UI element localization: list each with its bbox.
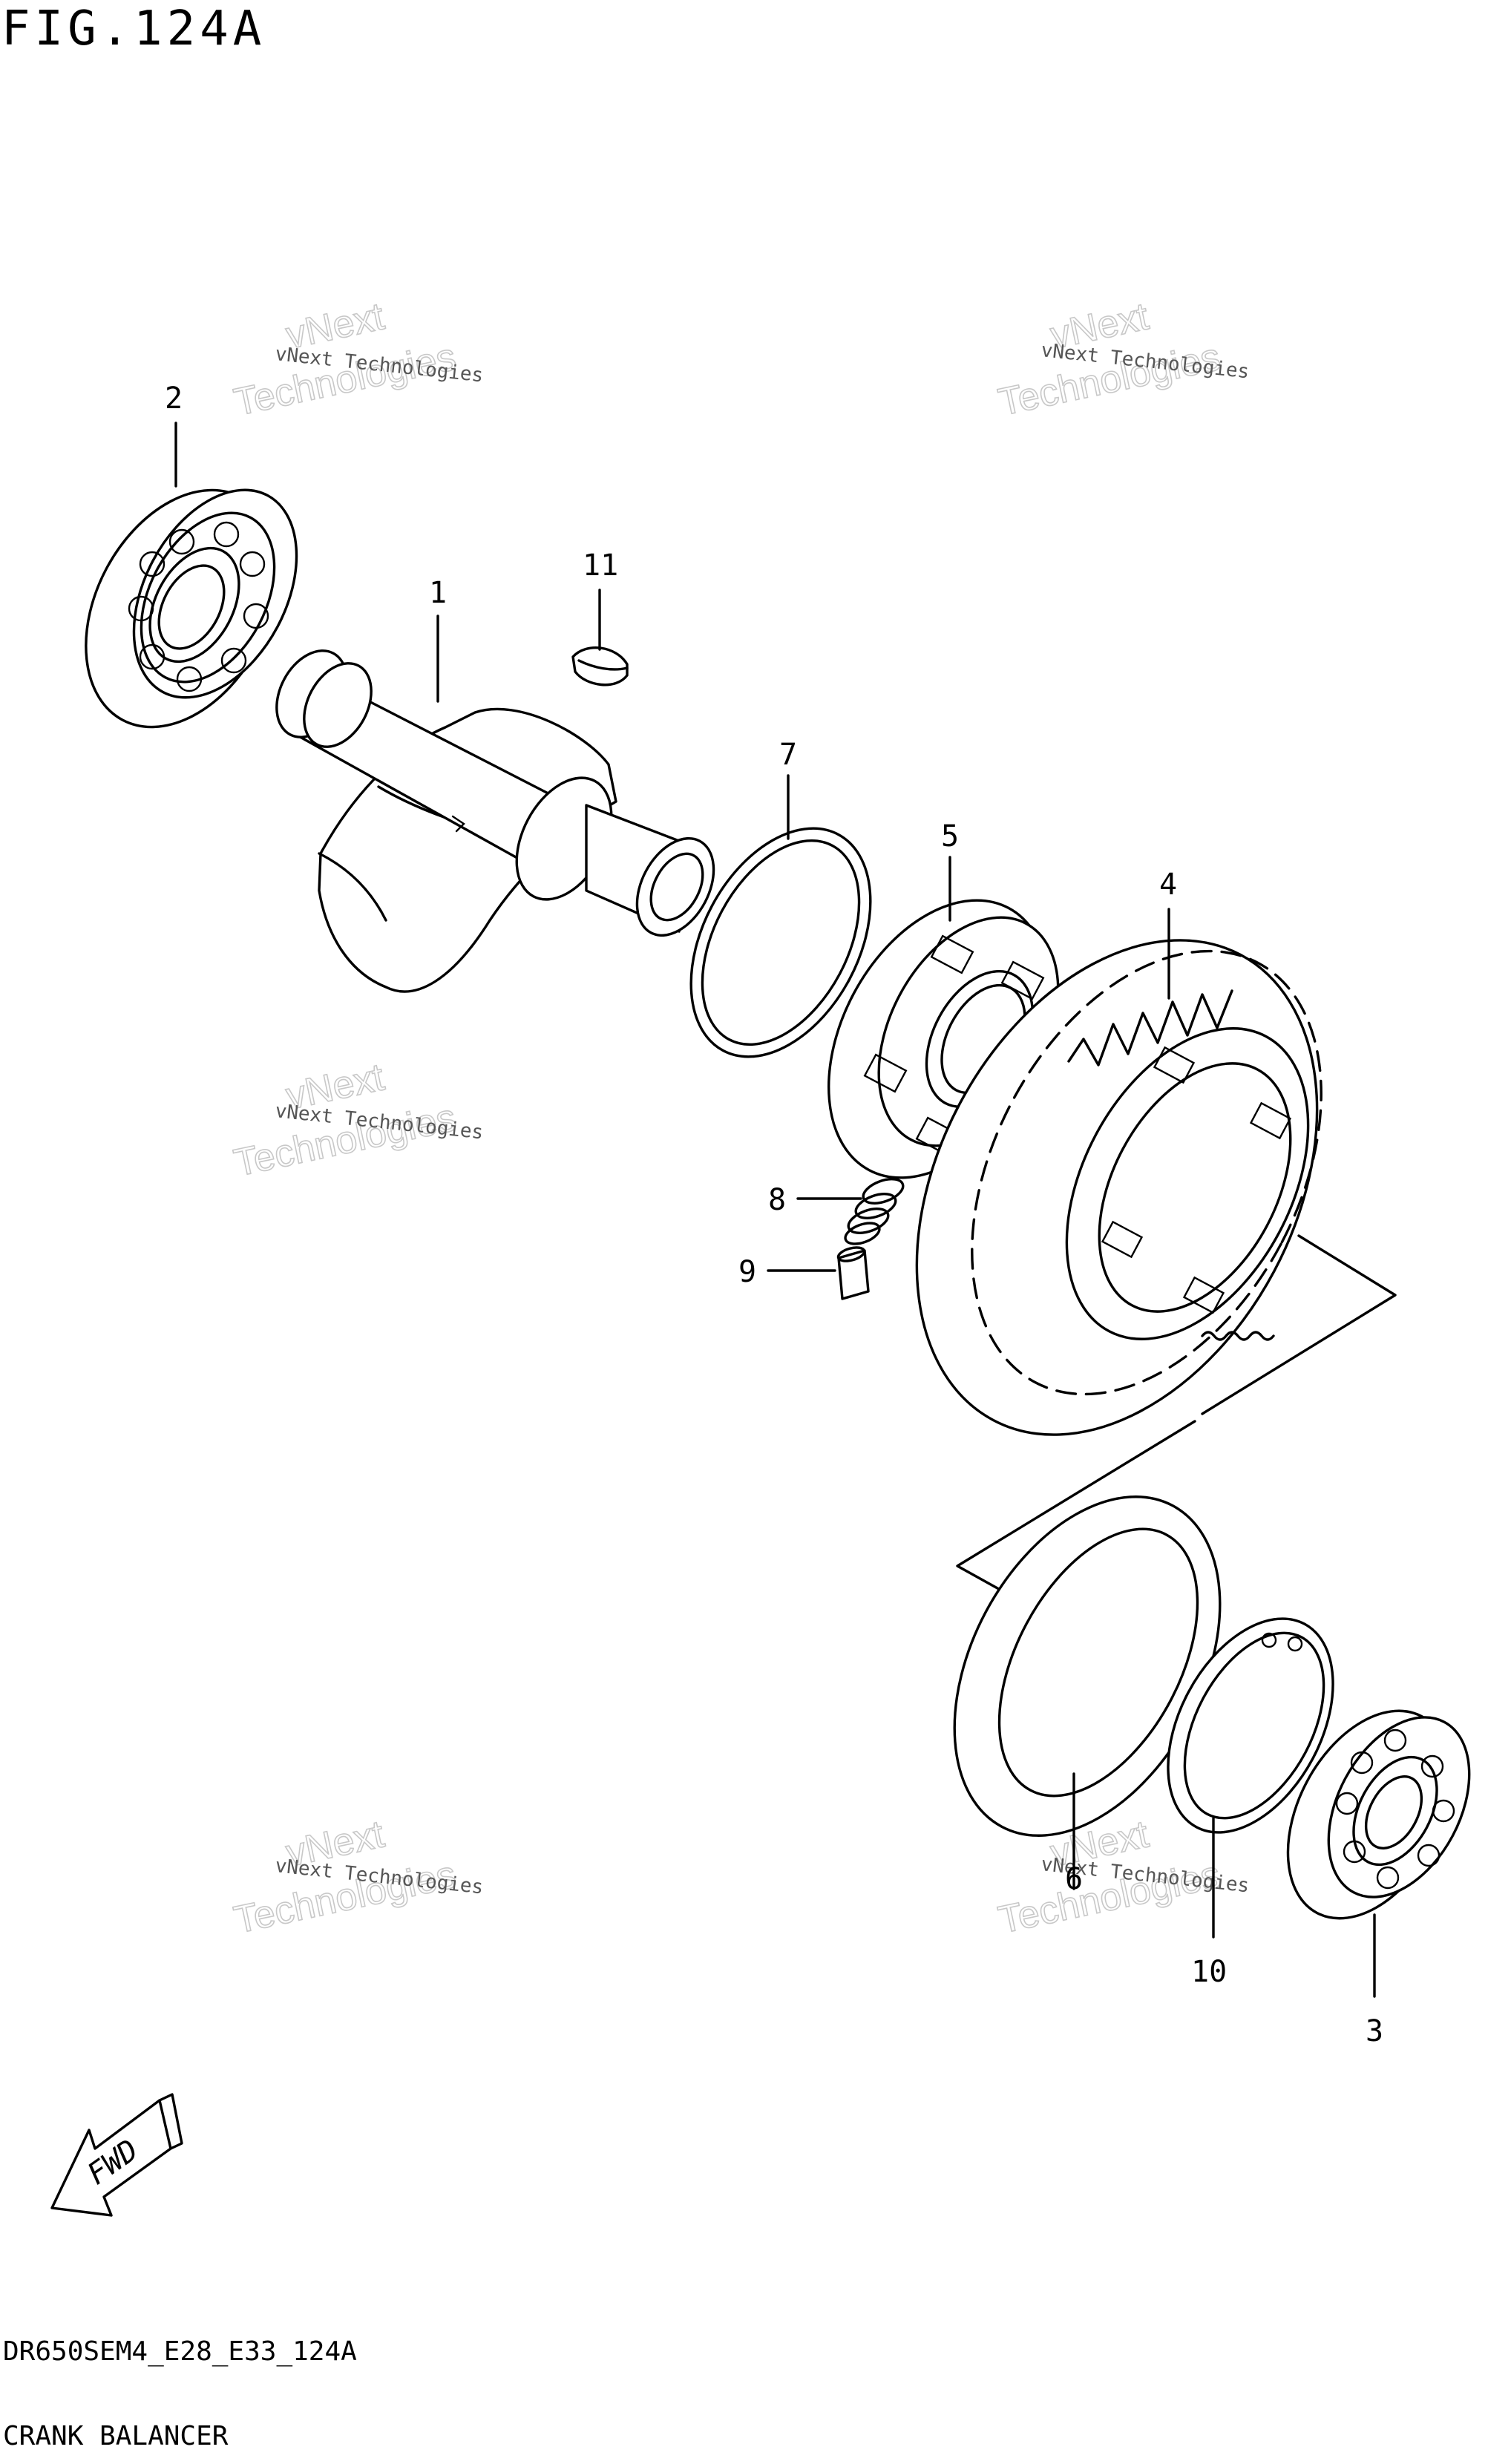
- part-11-key[interactable]: [571, 646, 629, 687]
- callout-11: 11: [583, 548, 618, 583]
- callout-7: 7: [779, 738, 797, 772]
- callout-9: 9: [738, 1255, 756, 1289]
- part-9-pin[interactable]: [836, 1245, 870, 1300]
- callout-4: 4: [1159, 868, 1177, 902]
- part-10-circlip[interactable]: [1134, 1591, 1366, 1861]
- watermark-top-right: vNext Technologies vNext Technologies: [994, 294, 1251, 425]
- callout-labels: 2 1 11 7 5 4 8 9 6 10 3: [165, 381, 1383, 2048]
- callout-6: 6: [1065, 1862, 1083, 1896]
- figure-title: FIG.124A: [1, 1, 266, 56]
- watermark-bottom-left: vNext Technologies vNext Technologies: [230, 1812, 485, 1942]
- part-6-washer[interactable]: [900, 1452, 1274, 1881]
- watermark-top-left: vNext Technologies vNext Technologies: [230, 294, 485, 425]
- part-2-bearing[interactable]: [47, 457, 330, 760]
- part-8-spring[interactable]: [842, 1174, 906, 1248]
- callout-2: 2: [165, 381, 183, 416]
- callout-10: 10: [1191, 1955, 1227, 1989]
- watermark-mid-left: vNext Technologies vNext Technologies: [230, 1055, 485, 1185]
- fwd-direction-badge: FWD: [50, 2093, 183, 2217]
- part-4-balancer-gear[interactable]: [836, 871, 1397, 1504]
- part-3-bearing[interactable]: [1255, 1683, 1488, 1946]
- callout-3: 3: [1366, 2014, 1383, 2048]
- part-7-o-ring[interactable]: [655, 798, 907, 1087]
- model-code: DR650SEM4_E28_E33_124A: [3, 2336, 357, 2367]
- section-name: CRANK BALANCER: [3, 2421, 229, 2451]
- leader-lines: [174, 422, 1376, 1998]
- callout-8: 8: [768, 1183, 786, 1217]
- callout-5: 5: [941, 819, 959, 853]
- callout-1: 1: [429, 576, 447, 610]
- part-1-balancer-shaft[interactable]: [263, 639, 730, 993]
